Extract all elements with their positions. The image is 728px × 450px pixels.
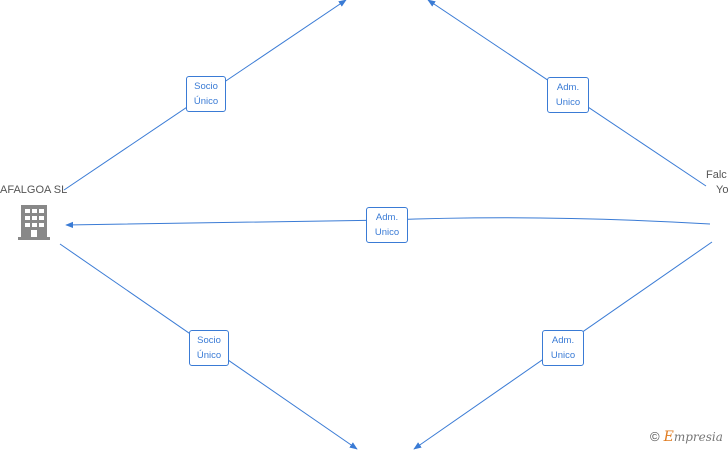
edge-label-top-left[interactable]: Socio Único	[186, 76, 226, 112]
edge-label-line: Unico	[555, 97, 581, 108]
edge-label-line: Socio	[194, 81, 218, 92]
edge-label-line: Único	[193, 96, 219, 107]
building-icon[interactable]	[18, 204, 50, 240]
edge-label-line: Adm.	[375, 212, 399, 223]
empresia-watermark: ©Empresia	[650, 429, 723, 445]
edge-middle	[65, 217, 711, 229]
person-name-line2: Yo	[716, 184, 728, 196]
brand-initial: E	[663, 429, 674, 445]
edge-label-line: Único	[196, 350, 222, 361]
edge-label-top-right[interactable]: Adm. Unico	[547, 77, 589, 113]
edge-label-line: Unico	[550, 350, 576, 361]
person-name-line1: Falc	[706, 169, 727, 181]
edge-label-line: Adm.	[556, 82, 580, 93]
edge-label-middle[interactable]: Adm. Unico	[366, 207, 408, 243]
edge-label-line: Socio	[197, 335, 221, 346]
edge-label-bottom-right[interactable]: Adm. Unico	[542, 330, 584, 366]
brand-rest: mpresia	[673, 430, 723, 444]
edge-label-bottom-left[interactable]: Socio Único	[189, 330, 229, 366]
edge-label-line: Unico	[374, 227, 400, 238]
company-name-label: AFALGOA SL	[0, 184, 68, 196]
edge-label-line: Adm.	[551, 335, 575, 346]
copyright-symbol: ©	[650, 429, 660, 444]
empresia-logo: Empresia	[663, 429, 723, 445]
